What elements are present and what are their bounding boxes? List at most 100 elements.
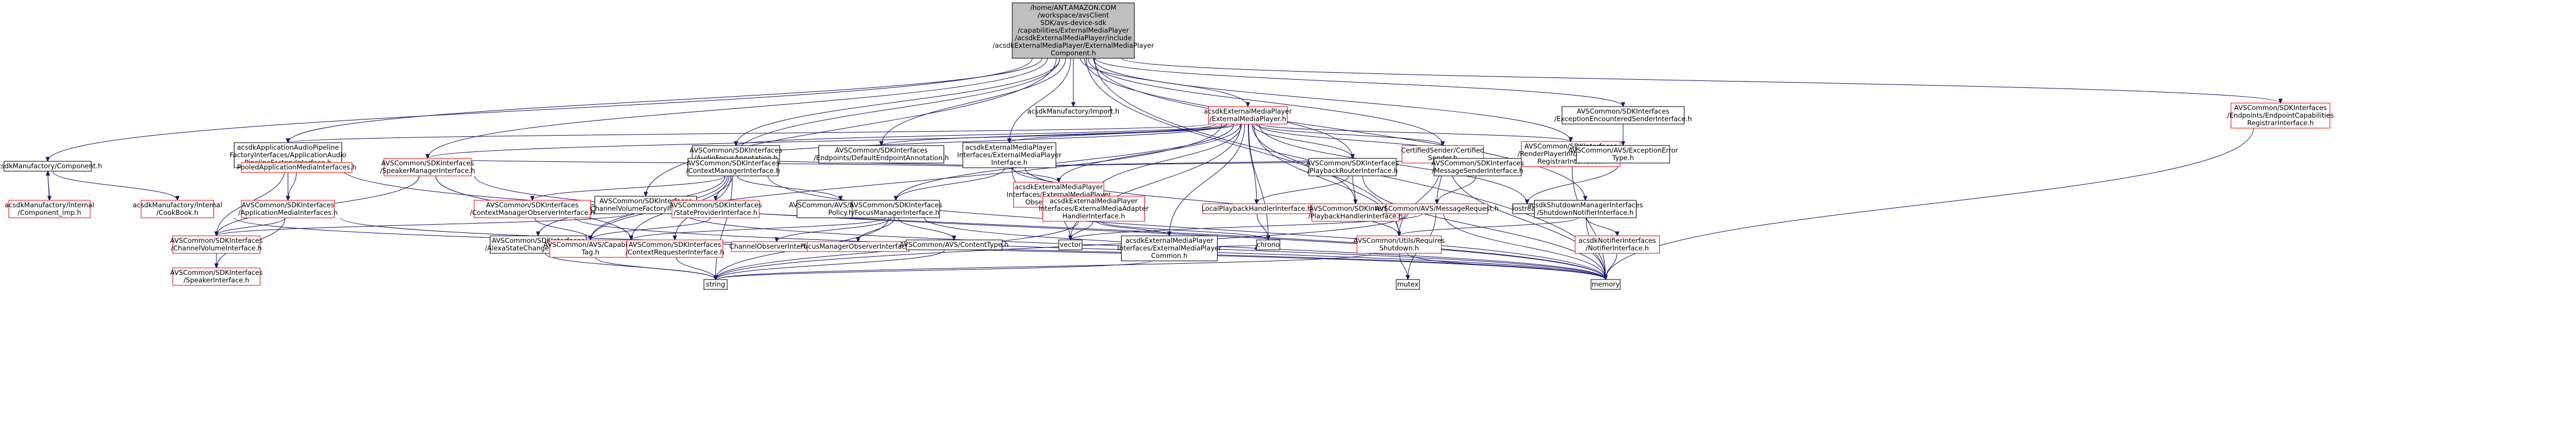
dependency-arrowhead [1056,178,1061,183]
node-label-line: AVSCommon/SDKInterfaces [669,201,762,209]
dependency-edge-state_provider-to-capability_tag [590,217,711,240]
node-msg-sender[interactable]: AVSCommon/SDKInterfaces/MessageSenderInt… [1431,158,1524,176]
dependency-arrowhead [1246,102,1250,108]
node-box [1575,235,1660,254]
node-label-line: acsdkExternalMediaPlayer [1204,107,1292,115]
node-label-line: acsdkManufactory/Internal [5,201,94,209]
node-label-line: /ExceptionEncounteredSenderInterface.h [1554,115,1692,123]
dependency-edge-ctx_requester-to-string [676,257,716,280]
node-playback-handler[interactable]: AVSCommon/SDKInterfaces/PlaybackHandlerI… [1308,203,1403,222]
node-focus-mgr-observer[interactable]: FocusManagerObserverInterface.h [800,241,916,252]
node-label-line: /ContextRequesterInterface.h [625,248,724,256]
node-manuf-import[interactable]: acsdkManufactory/Import.h [1027,106,1119,117]
node-endpoint-caps[interactable]: AVSCommon/SDKInterfaces/Endpoints/Endpoi… [2227,102,2334,129]
node-label-line: acsdkManufactory/Internal [133,201,222,209]
node-box [703,279,728,290]
node-chrono[interactable]: chrono [1256,239,1280,250]
node-channel-observer[interactable]: ChannelObserverInterface.h [730,241,824,252]
node-label-line: acsdkExternalMediaPlayer [965,143,1054,151]
node-manuf-internal-comp[interactable]: acsdkManufactory/Internal/Component_imp.… [5,200,94,218]
node-label-line: /ShutdownNotifierInterface.h [1537,208,1634,217]
node-component[interactable]: acsdkManufactory/Component.h [0,161,102,172]
dependency-arrowhead [47,196,52,201]
node-box [141,200,214,218]
node-emp[interactable]: acsdkExternalMediaPlayer/ExternalMediaPl… [1204,106,1292,125]
node-label-line: ChannelObserverInterface.h [730,242,824,250]
node-label-line: HandlerInterface.h [1062,212,1125,220]
node-label-line: AVSCommon/SDKInterfaces [486,201,578,209]
dependency-edge-emp-to-speaker_mgr [427,123,1216,159]
node-label-line: acsdkNotifierInterfaces [1578,236,1656,245]
node-label-line: AVSCommon/SDKInterfaces [381,159,474,167]
dependency-arrowhead [713,196,718,201]
dependency-edge-context_mgr-to-memory [767,175,1606,280]
node-label-line: Interfaces/ExternalMediaPlayer [957,151,1062,159]
dependency-edge-emp_adapter-to-chrono [1100,221,1269,240]
node-box [1058,239,1083,250]
node-speaker-iface[interactable]: AVSCommon/SDKInterfaces/SpeakerInterface… [170,267,263,286]
node-label-line: LocalPlaybackHandlerInterface.h [1202,204,1312,213]
dependency-edge-message_request-to-memory [1443,213,1606,280]
node-exc-sender[interactable]: AVSCommon/SDKInterfaces/ExceptionEncount… [1554,106,1692,125]
dependency-edge-emp-to-emp_observer [1058,123,1241,183]
node-focus-mgr[interactable]: AVSCommon/SDKInterfaces/FocusManagerInte… [849,200,942,218]
node-app-media[interactable]: AVSCommon/SDKInterfaces/ApplicationMedia… [238,200,338,218]
node-label-line: AVSCommon/AVS/MessageRequest.h [1375,204,1499,213]
node-box [1591,279,1621,290]
node-cookbook[interactable]: acsdkManufactory/Internal/CookBook.h [133,200,222,218]
node-label-line: acsdkShutdownManagerInterfaces [1528,201,1643,209]
dependency-arrowhead [629,235,634,241]
node-box [383,158,472,176]
node-channel-vol[interactable]: AVSCommon/SDKInterfaces/ChannelVolumeInt… [170,235,263,254]
node-memory[interactable]: memory [1591,279,1621,290]
node-label-line: AVSCommon/SDKInterfaces [1577,107,1669,115]
dependency-edge-context_mgr-to-ctx_mgr_observer [532,175,725,201]
dependency-edge-requires_shutdown-to-memory [1407,253,1606,280]
node-label-line: FocusManagerObserverInterface.h [800,242,916,250]
node-box [474,200,591,218]
dependency-edge-emp_common-to-string [715,260,1152,280]
node-pooled-app-media[interactable]: PooledApplicationMediaInterfaces.h [237,162,357,173]
node-notifier-iface[interactable]: acsdkNotifierInterfaces/NotifierInterfac… [1575,235,1660,254]
node-mutex[interactable]: mutex [1396,279,1420,290]
dependency-arrowhead [1615,231,1620,237]
node-emp-adapter[interactable]: acsdkExternalMediaPlayerInterfaces/Exter… [1038,196,1149,222]
node-label-line: /StateProviderInterface.h [674,208,757,217]
dependency-arrowhead [1525,199,1529,205]
dependency-arrowhead [1068,235,1073,241]
node-label-line: /Component_imp.h [17,208,81,217]
node-playback-router[interactable]: AVSCommon/SDKInterfaces/PlaybackRouterIn… [1306,158,1399,176]
dependency-edge-emp-to-render_player [1260,123,1571,142]
node-label-line: AVSCommon/SDKInterfaces [849,201,942,209]
dependency-edge-ctx_mgr_observer-to-capability_tag [534,217,591,240]
node-box [906,239,1002,250]
node-label-line: /acsdkExternalMediaPlayer/ExternalMediaP… [992,41,1154,49]
node-state-provider[interactable]: AVSCommon/SDKInterfaces/StateProviderInt… [669,200,762,218]
dependency-edge-emp-to-capability_tag [590,123,1222,240]
node-label-line: AVSCommon/SDKInterfaces [241,201,334,209]
node-label-line: AVSCommon/SDKInterfaces [835,146,927,154]
node-label-line: Tag.h [581,248,599,256]
node-emp-common[interactable]: acsdkExternalMediaPlayerInterfaces/Exter… [1117,235,1222,261]
node-speaker-mgr[interactable]: AVSCommon/SDKInterfaces/SpeakerManagerIn… [380,158,475,176]
node-content-type[interactable]: AVSCommon/AVS/ContentType.h [899,239,1009,250]
dependency-edge-emp_common-to-chrono [1217,245,1257,247]
dependency-arrowhead [45,157,50,162]
node-box [1012,2,1135,59]
node-ctx-requester[interactable]: AVSCommon/SDKInterfaces/ContextRequester… [625,239,724,258]
node-message-request[interactable]: AVSCommon/AVS/MessageRequest.h [1375,203,1499,214]
node-vector[interactable]: vector [1058,239,1083,250]
node-string[interactable]: string [703,279,728,290]
dependency-edge-emp_iface-to-emp_observer [1011,167,1059,183]
node-local-playback[interactable]: LocalPlaybackHandlerInterface.h [1202,203,1312,214]
node-ctx-mgr-observer[interactable]: AVSCommon/SDKInterfaces/ContextManagerOb… [470,200,595,218]
node-context-mgr[interactable]: AVSCommon/SDKInterfaces/ContextManagerIn… [686,158,780,176]
node-default-ep-ann[interactable]: AVSCommon/SDKInterfaces/Endpoints/Defaul… [814,145,949,164]
node-label-line: /home/ANT.AMAZON.COM [1030,3,1116,12]
node-shutdown-notifier[interactable]: acsdkShutdownManagerInterfaces/ShutdownN… [1528,200,1643,218]
node-label-line: /MessageSenderInterface.h [1432,167,1523,175]
node-emp-iface[interactable]: acsdkExternalMediaPlayerInterfaces/Exter… [957,142,1062,168]
